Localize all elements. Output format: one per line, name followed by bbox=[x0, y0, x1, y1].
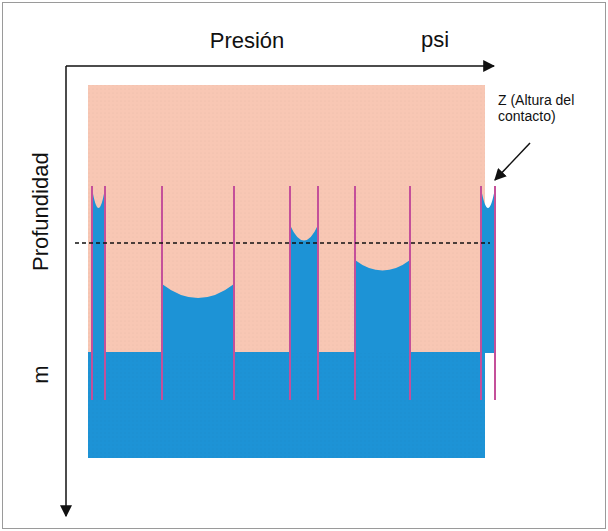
leader-arrow bbox=[495, 143, 530, 180]
axis-title: Presión bbox=[210, 28, 285, 53]
unit-label: psi bbox=[421, 27, 449, 52]
frame bbox=[3, 3, 606, 529]
water-column bbox=[290, 225, 318, 353]
pressure-axis bbox=[66, 65, 494, 67]
contact-line bbox=[75, 242, 490, 244]
depth-axis bbox=[65, 66, 67, 516]
water-column bbox=[481, 188, 495, 353]
axis-title: Profundidad bbox=[27, 153, 52, 272]
oil-texture bbox=[88, 85, 485, 353]
water-texture bbox=[88, 352, 485, 458]
water-column bbox=[355, 260, 410, 353]
unit-label: m bbox=[27, 366, 52, 384]
water-column bbox=[92, 188, 105, 353]
oil-zone bbox=[88, 85, 485, 353]
tube-walls bbox=[92, 186, 495, 400]
water-column bbox=[162, 284, 234, 353]
callout-label: Z (Altura del contacto) bbox=[498, 92, 600, 124]
water-zone bbox=[88, 352, 485, 458]
